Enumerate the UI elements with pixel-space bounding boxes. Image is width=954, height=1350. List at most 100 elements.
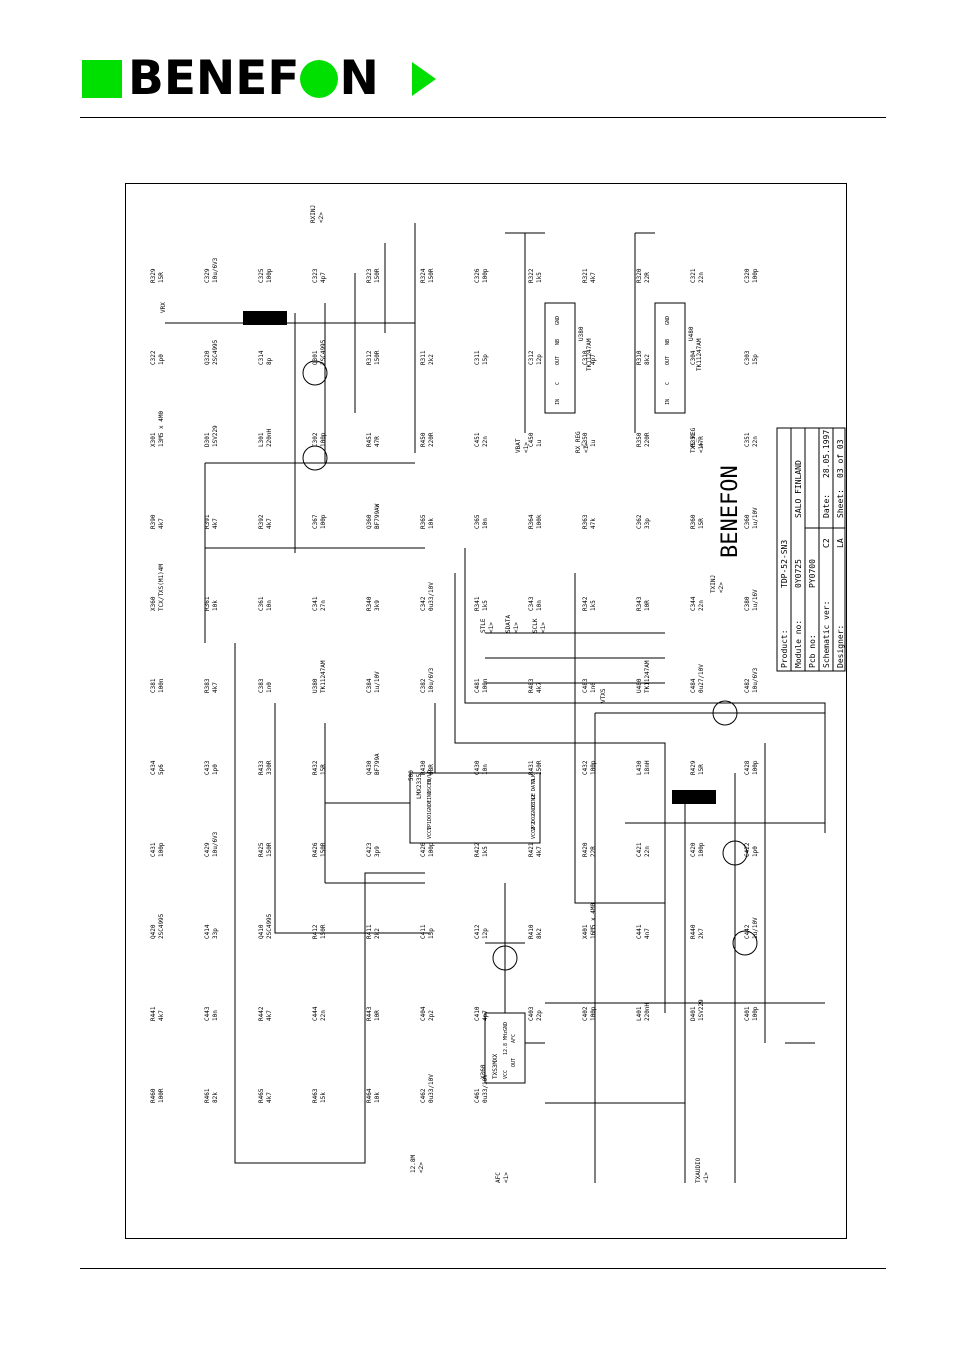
component-ref: R425	[258, 842, 265, 857]
component-value: 5p6	[158, 764, 165, 775]
net-name: VTXS	[600, 688, 607, 703]
component-value: 10u/6V3	[212, 257, 219, 283]
component-value: 47R	[698, 436, 705, 447]
tb-date-value: 28.05.1997	[822, 430, 831, 478]
component-ref: C402	[582, 1006, 589, 1021]
component-value: 18nH	[644, 760, 651, 775]
component-value: 10R	[374, 1010, 381, 1021]
component-ref: D401	[690, 1006, 697, 1021]
component-value: 1u/10V	[374, 671, 381, 693]
ic-pin-label: DO2	[531, 814, 537, 823]
component-value: 4p7	[320, 272, 327, 283]
component-value: 150R	[320, 924, 327, 939]
net-name: TXINJ	[710, 575, 717, 593]
component-value: 100p	[752, 760, 759, 775]
component-value: 100n	[482, 678, 489, 693]
component-ref: R412	[312, 924, 319, 939]
component-ref: R451	[366, 432, 373, 447]
component-value: 2k2	[374, 928, 381, 939]
component-ref: R365	[420, 514, 427, 529]
component-value: 150R	[536, 760, 543, 775]
component-value: 22n	[320, 1010, 327, 1021]
ic-pin-label: 12.8 MHz	[503, 1031, 509, 1055]
ic-pin-label: FIN1	[427, 791, 433, 803]
component-ref: R433	[258, 760, 265, 775]
component-value: 22n	[698, 600, 705, 611]
component-ref: R443	[366, 1006, 373, 1021]
component-value: 8p	[266, 357, 273, 365]
component-ref: L430	[636, 760, 643, 775]
net-name: TXS_REG	[690, 427, 697, 453]
component-ref: C428	[744, 760, 751, 775]
net-label-vbat: VBAT<1>	[515, 438, 530, 453]
component-value: 4k7	[536, 846, 543, 857]
component-value: 13M5 x 4M0	[158, 410, 165, 447]
tb-date-label: Date:	[822, 494, 831, 518]
component-value: 4n7	[644, 928, 651, 939]
component-value: 100R	[158, 1088, 165, 1103]
component-value: 10k	[212, 600, 219, 611]
component-value: 47R	[374, 436, 381, 447]
net-sheet-ref: <2>	[418, 1162, 425, 1173]
component-value: 15k	[320, 1092, 327, 1103]
component-value: 2SC4995	[158, 913, 165, 939]
component-ref: C320	[744, 268, 751, 283]
net-label-txaudio: TXAUDIO<1>	[695, 1157, 710, 1183]
component-ref: C426	[420, 842, 427, 857]
component-value: 150R	[428, 268, 435, 283]
component-ref: R420	[582, 842, 589, 857]
net-name: VBAT	[515, 438, 522, 453]
net-label-sdata: SDATA<1>	[505, 615, 520, 633]
tb-designer-value: LA	[836, 538, 845, 548]
net-label-stle: STLE<1>	[480, 618, 495, 633]
component-ref: C342	[420, 596, 427, 611]
ic-part: LMX2335	[416, 773, 423, 799]
component-value: 100p	[698, 842, 705, 857]
ic-pin-label: GND	[665, 316, 671, 325]
component-value: 22n	[482, 436, 489, 447]
net-label-afc: AFC<1>	[495, 1172, 510, 1183]
ic-pin-label: IN	[555, 399, 561, 405]
component-ref: C351	[744, 432, 751, 447]
net-labels: VRXRXINJ<2>VTXSTXINJ<2>STLE<1>SDATA<1>SC…	[160, 205, 725, 1183]
tb-location: SALO FINLAND	[794, 460, 803, 518]
logo-text-main: BENEF	[128, 51, 300, 106]
ic-pin-label: FO/LD	[427, 770, 433, 785]
ic-pin-label: DATA	[531, 779, 537, 791]
component-ref: C411	[420, 924, 427, 939]
component-value: 10k	[428, 518, 435, 529]
net-label-rxinj: RXINJ<2>	[310, 205, 325, 223]
component-ref: R411	[366, 924, 373, 939]
component-value: 15R	[320, 764, 327, 775]
ic-pin-label: GND	[555, 316, 561, 325]
component-ref: R463	[312, 1088, 319, 1103]
component-value: 1k5	[536, 272, 543, 283]
component-value: 2SC4995	[212, 339, 219, 365]
component-value: 2SC4995	[266, 913, 273, 939]
component-value: 100p	[320, 514, 327, 529]
